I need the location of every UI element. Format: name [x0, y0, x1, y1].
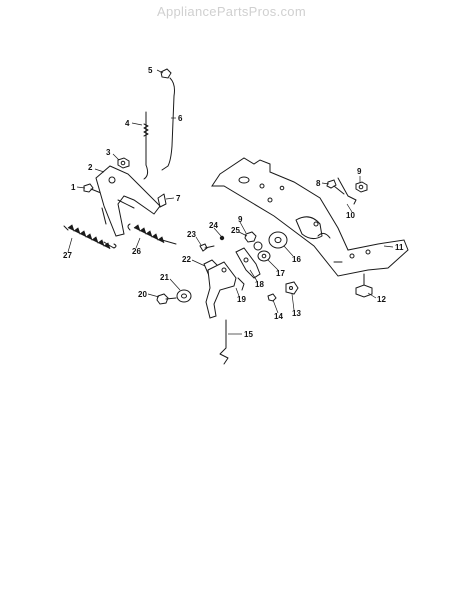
part-12-bolt [355, 273, 373, 298]
part-4-spring-rod [143, 111, 149, 180]
callout-18: 18 [255, 280, 264, 289]
callout-15: 15 [244, 330, 253, 339]
part-13-clamp [285, 281, 299, 295]
part-3-nut [117, 157, 130, 169]
part-10-link [337, 177, 357, 205]
callout-3: 3 [106, 148, 111, 157]
callout-21: 21 [160, 273, 169, 282]
part-15-rod [219, 319, 229, 365]
callout-12: 12 [377, 295, 386, 304]
callout-19: 19 [237, 295, 246, 304]
callout-4: 4 [125, 119, 130, 128]
part-2-lever [95, 165, 161, 237]
callout-14: 14 [274, 312, 283, 321]
callout-7: 7 [176, 194, 181, 203]
callout-16: 16 [292, 255, 301, 264]
callout-25: 25 [231, 226, 240, 235]
callout-1: 1 [71, 183, 76, 192]
part-20-bolt [156, 293, 177, 305]
callout-23: 23 [187, 230, 196, 239]
callout-10: 10 [346, 211, 355, 220]
callout-5: 5 [148, 66, 153, 75]
callout-24: 24 [209, 221, 218, 230]
callout-9-lower: 9 [238, 215, 243, 224]
part-14-screw [267, 293, 277, 302]
callout-22: 22 [182, 255, 191, 264]
watermark: AppliancePartsPros.com [157, 4, 306, 19]
part-21-bushing [176, 289, 192, 303]
callout-20: 20 [138, 290, 147, 299]
part-9-nut-lower [244, 231, 257, 243]
callout-2: 2 [88, 163, 93, 172]
callout-6: 6 [178, 114, 183, 123]
part-16-washer [268, 231, 288, 249]
part-17-washer [257, 250, 271, 262]
part-24-clip [219, 235, 225, 241]
part-9-nut-upper [355, 181, 368, 193]
part-18-lever [235, 247, 261, 279]
callout-26: 26 [132, 247, 141, 256]
callout-8: 8 [316, 179, 321, 188]
callout-labels: 5 6 4 3 2 1 7 8 9 10 11 12 13 14 15 16 1… [63, 66, 404, 339]
leader-lines [67, 69, 394, 335]
part-8-screw [326, 179, 345, 195]
part-5-pin [160, 68, 172, 79]
part-1-bolt [83, 183, 102, 194]
part-26-spring [127, 223, 177, 245]
callout-17: 17 [276, 269, 285, 278]
callout-13: 13 [292, 309, 301, 318]
part-27-spring [63, 224, 117, 250]
part-23-screw [199, 243, 215, 252]
callout-27: 27 [63, 251, 72, 260]
callout-11: 11 [395, 243, 404, 252]
part-19-arm [205, 261, 245, 319]
part-7-clip [157, 193, 167, 208]
part-11-bracket [211, 157, 409, 277]
part-25-washer [253, 241, 263, 251]
part-6-rod [161, 77, 175, 171]
callout-9-upper: 9 [357, 167, 362, 176]
